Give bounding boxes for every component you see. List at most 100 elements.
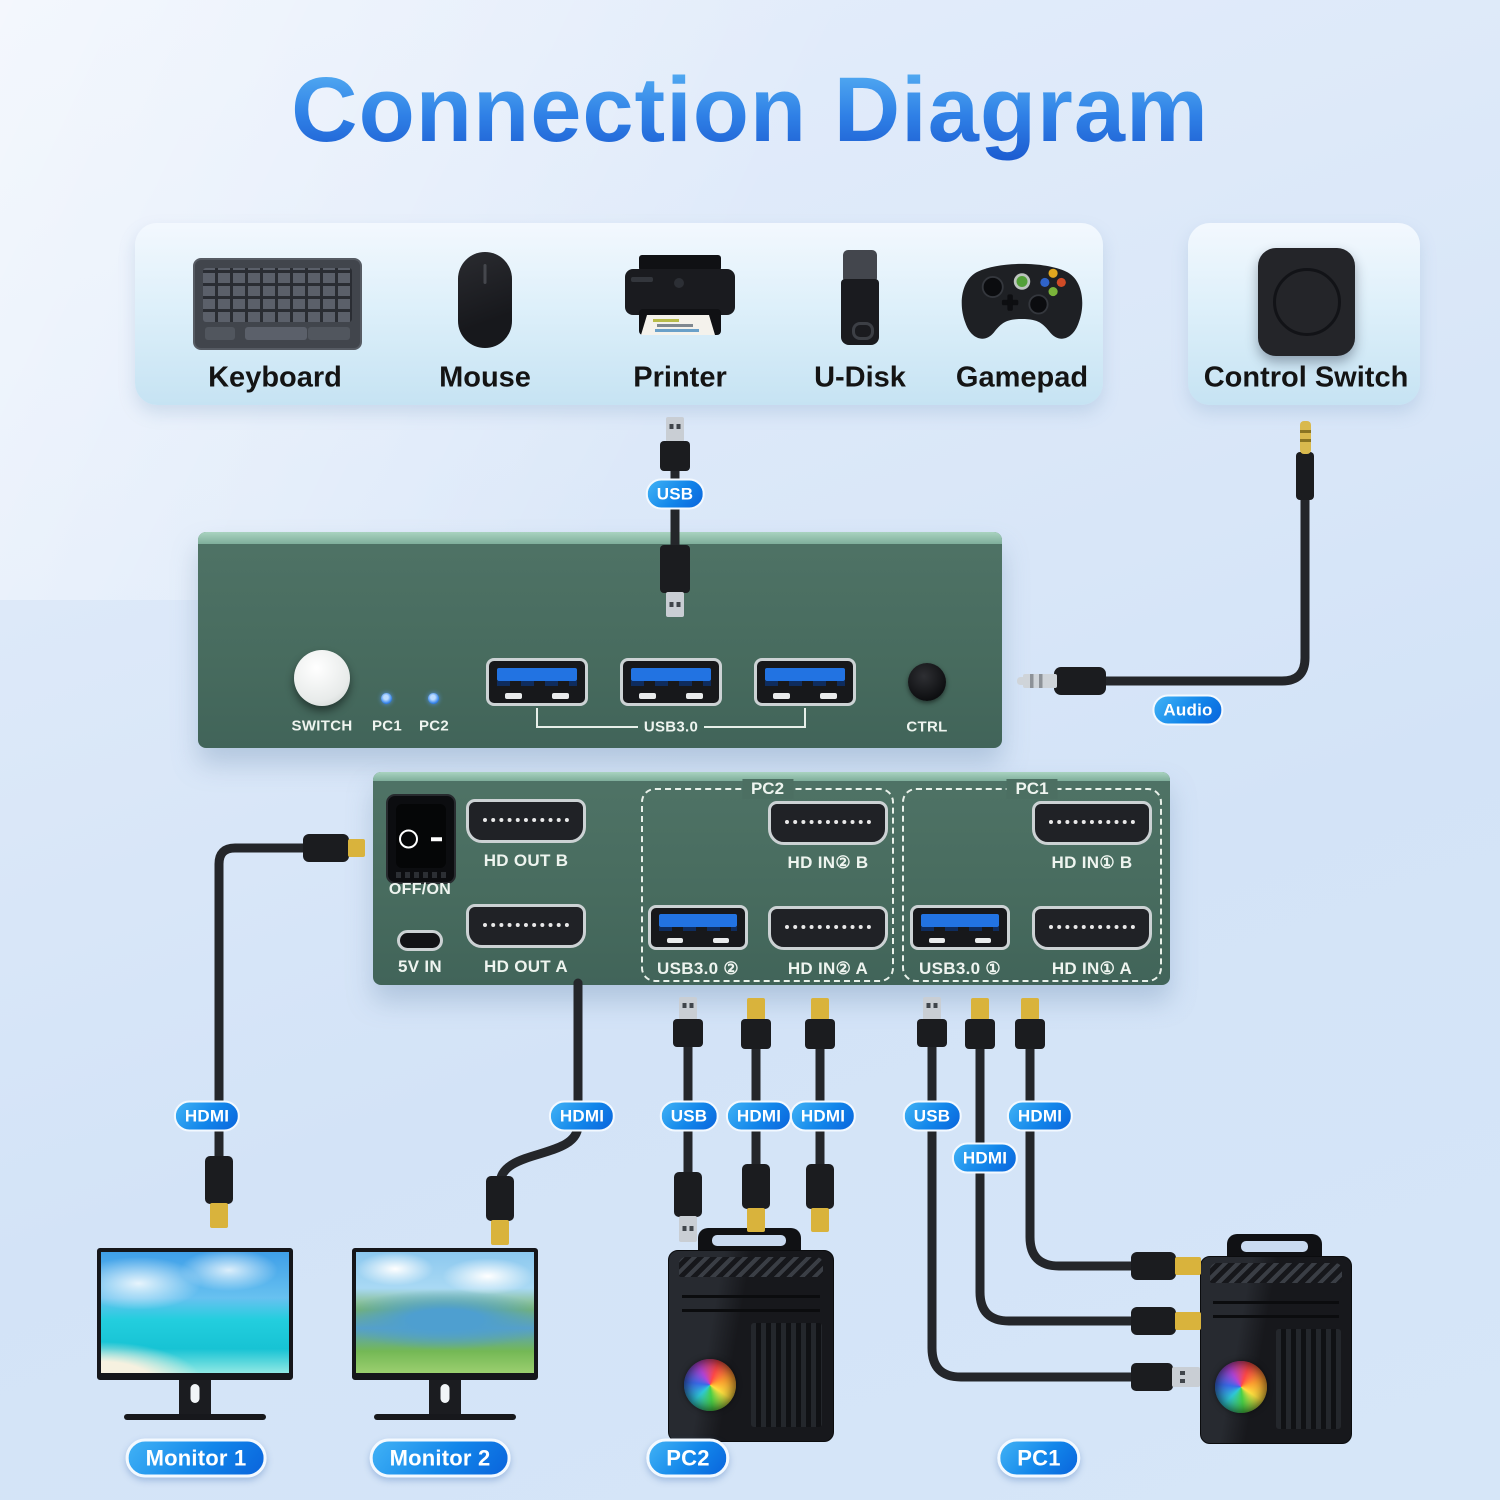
pc1-led-label: PC1 bbox=[371, 717, 403, 735]
page-title: Connection Diagram bbox=[0, 58, 1500, 163]
printer-usb-plug-up bbox=[660, 417, 690, 471]
pc2-led-label: PC2 bbox=[418, 717, 450, 735]
pc2-tower bbox=[668, 1228, 834, 1442]
mouse-icon bbox=[458, 252, 512, 348]
hd-out-b-port bbox=[466, 799, 586, 843]
front-usb-group-label: USB3.0 bbox=[643, 718, 699, 736]
front-usb3-port-3 bbox=[754, 658, 856, 706]
keyboard-icon bbox=[193, 258, 362, 350]
control-switch-label: Control Switch bbox=[1203, 361, 1409, 394]
pc1-hdmi-cable-b bbox=[1025, 1039, 1140, 1271]
pc1-port-zone: PC1 HD IN① B USB3.0 ① HD IN① A bbox=[902, 779, 1162, 982]
pc1-hdmi-plug-up-b bbox=[1015, 998, 1045, 1049]
hd-in-1b-label: HD IN① B bbox=[1051, 853, 1133, 872]
pc1-usb-plug-right bbox=[1131, 1363, 1200, 1391]
usb3-pc2-port bbox=[648, 905, 748, 950]
monitor1-hdmi-plug-right bbox=[303, 834, 365, 862]
monitor1-hdmi-tag: HDMI bbox=[173, 1100, 241, 1132]
switch-button bbox=[294, 650, 350, 706]
pc2-usb-tag: USB bbox=[659, 1100, 719, 1132]
pc2-usb-plug-up bbox=[673, 997, 703, 1047]
monitor1-device-tag: Monitor 1 bbox=[125, 1438, 267, 1478]
ctrl-port-label: CTRL bbox=[906, 718, 948, 736]
power-in-usbc-port bbox=[397, 930, 443, 951]
power-rocker-switch bbox=[386, 794, 456, 884]
pc2-device-tag: PC2 bbox=[646, 1438, 730, 1478]
usb3-pc1-label: USB3.0 ① bbox=[919, 959, 1001, 978]
printer-label: Printer bbox=[633, 361, 727, 394]
usb-bracket-left-riser bbox=[536, 708, 538, 727]
front-usb3-port-2 bbox=[620, 658, 722, 706]
monitor2-hdmi-cable bbox=[495, 978, 583, 1189]
monitor2-hdmi-tag: HDMI bbox=[548, 1100, 616, 1132]
front-usb3-port-1 bbox=[486, 658, 588, 706]
pc1-hdmi-cable-a bbox=[975, 1039, 1140, 1326]
pc1-led bbox=[381, 693, 392, 704]
hd-in-2a-label: HD IN② A bbox=[787, 959, 869, 978]
monitor-2 bbox=[352, 1248, 538, 1420]
usb-bracket-right-line bbox=[704, 726, 806, 728]
pc1-hdmi-tag-b: HDMI bbox=[1006, 1100, 1074, 1132]
u-disk-label: U-Disk bbox=[814, 361, 906, 394]
gamepad-icon bbox=[958, 258, 1086, 348]
pc1-usb-tag: USB bbox=[902, 1100, 962, 1132]
usb-bracket-right-riser bbox=[804, 708, 806, 727]
pc1-hdmi-plug-right-a bbox=[1131, 1307, 1201, 1335]
power-switch-label: OFF/ON bbox=[388, 881, 452, 898]
hd-in-1a-label: HD IN① A bbox=[1051, 959, 1133, 978]
pc2-hdmi-plug-down-b bbox=[806, 1164, 834, 1232]
pc2-rgb-fan bbox=[683, 1358, 736, 1411]
mouse-label: Mouse bbox=[439, 361, 531, 394]
pc2-hdmi-plug-up-b bbox=[805, 998, 835, 1049]
pc1-usb-plug-up bbox=[917, 997, 947, 1047]
monitor2-hdmi-plug-down bbox=[486, 1176, 514, 1245]
hd-out-a-port bbox=[466, 904, 586, 948]
control-switch-icon bbox=[1258, 248, 1355, 356]
printer-icon bbox=[617, 253, 743, 348]
keyboard-label: Keyboard bbox=[208, 361, 342, 394]
pc1-rgb-fan bbox=[1214, 1361, 1267, 1414]
pc1-device-tag: PC1 bbox=[997, 1438, 1081, 1478]
pc2-led bbox=[428, 693, 439, 704]
monitor-2-screen bbox=[352, 1248, 538, 1380]
pc1-usb-cable bbox=[927, 1039, 1140, 1382]
audio-cable-tag: Audio bbox=[1152, 694, 1224, 726]
hd-in-1b-port bbox=[1032, 801, 1152, 845]
pc1-hdmi-plug-up-a bbox=[965, 998, 995, 1049]
audio-jack-plug-up bbox=[1296, 421, 1314, 500]
pc1-hdmi-plug-right-b bbox=[1131, 1252, 1201, 1280]
pc1-zone-label: PC1 bbox=[1006, 779, 1058, 799]
audio-cable bbox=[1095, 465, 1310, 686]
hd-in-2b-port bbox=[768, 801, 888, 845]
pc1-tower bbox=[1200, 1234, 1352, 1444]
pc1-hdmi-tag-a: HDMI bbox=[951, 1142, 1019, 1174]
hd-in-2b-label: HD IN② B bbox=[787, 853, 869, 872]
ctrl-port bbox=[908, 663, 946, 701]
u-disk-icon bbox=[841, 250, 879, 350]
hd-out-a-label: HD OUT A bbox=[484, 957, 568, 976]
pc2-hdmi-tag-a: HDMI bbox=[725, 1100, 793, 1132]
kvm-back-panel: OFF/ON HD OUT B 5V IN HD OUT A PC2 HD IN… bbox=[373, 772, 1170, 985]
gamepad-label: Gamepad bbox=[955, 361, 1089, 394]
hd-in-2a-port bbox=[768, 906, 888, 950]
monitor2-device-tag: Monitor 2 bbox=[369, 1438, 511, 1478]
monitor1-hdmi-plug-down bbox=[205, 1156, 233, 1228]
hd-in-1a-port bbox=[1032, 906, 1152, 950]
monitor-1-screen bbox=[97, 1248, 293, 1380]
pc2-hdmi-plug-up-a bbox=[741, 998, 771, 1049]
pc2-hdmi-plug-down-a bbox=[742, 1164, 770, 1232]
usb-bracket-left-line bbox=[536, 726, 638, 728]
pc2-zone-label: PC2 bbox=[741, 779, 794, 799]
usb3-pc2-label: USB3.0 ② bbox=[657, 959, 739, 978]
pc2-port-zone: PC2 HD IN② B USB3.0 ② HD IN② A bbox=[641, 779, 894, 982]
power-in-label: 5V IN bbox=[397, 957, 443, 976]
usb3-pc1-port bbox=[910, 905, 1010, 950]
switch-button-label: SWITCH bbox=[291, 717, 353, 735]
monitor-1 bbox=[97, 1248, 293, 1420]
pc2-hdmi-tag-b: HDMI bbox=[789, 1100, 857, 1132]
audio-jack-plug-left bbox=[1017, 667, 1106, 695]
back-panel-top-edge bbox=[373, 772, 1170, 781]
front-panel-top-edge bbox=[198, 532, 1002, 544]
usb-cable-tag: USB bbox=[645, 478, 705, 510]
kvm-front-panel: SWITCH PC1 PC2 USB3.0 CTRL bbox=[198, 532, 1002, 748]
